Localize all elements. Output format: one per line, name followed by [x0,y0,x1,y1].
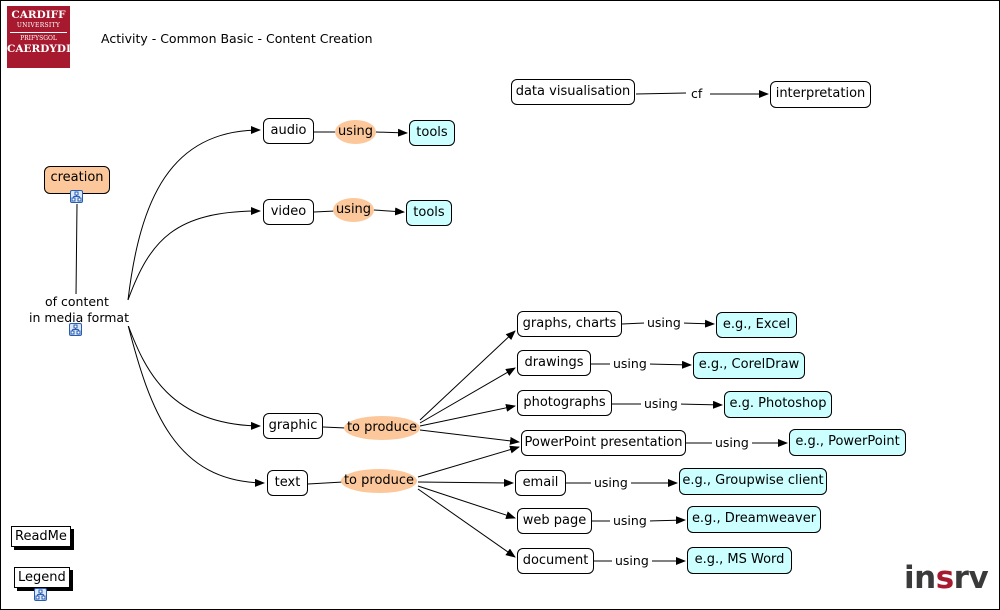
submap-icon[interactable] [70,190,83,203]
concept-of-content-line1: of content [42,294,112,310]
link-content-graphic [127,324,261,430]
link-using-excel [681,319,715,328]
cardiff-university-logo: CARDIFF UNIVERSITY PRIFYSGOL CAERDYDD [7,6,76,68]
link-graphic-produce [322,426,347,429]
linker-photographs-using[interactable]: using [641,396,681,412]
logo-line-prifysgol: PRIFYSGOL [20,35,57,42]
concept-creation-label: creation [50,170,104,185]
concept-video[interactable]: video [263,199,314,225]
concept-graphs-charts[interactable]: graphs, charts [517,311,622,337]
link-produce-ppt-text [417,445,520,478]
link-produce-document [417,488,516,558]
link-using-coreldraw [647,360,692,369]
linker-ppt-using[interactable]: using [712,435,752,451]
concept-tool-photoshop[interactable]: e.g. Photoshop [724,391,832,418]
insrv-logo-part-rv: rv [953,560,989,596]
concept-text[interactable]: text [267,470,308,496]
link-using-dreamweaver [647,516,686,525]
link-dataviz-cf [635,92,687,95]
insrv-logo-part-s: s [935,560,954,596]
link-produce-webpage [417,485,516,519]
linker-drawings-using[interactable]: using [610,356,650,372]
link-using-video-tools [373,207,405,216]
readme-button[interactable]: ReadMe [11,526,71,547]
page-title: Activity - Common Basic - Content Creati… [101,31,373,46]
link-text-produce [307,481,344,485]
logo-line-caerdydd: CAERDYDD [7,43,76,55]
concept-interpretation[interactable]: interpretation [770,81,871,108]
linker-cf[interactable]: cf [688,86,706,102]
link-produce-email [417,478,514,487]
concept-of-content-line2: in media format [26,310,132,326]
concept-audio[interactable]: audio [263,118,314,144]
link-produce-ppt-graphic [419,429,520,445]
link-produce-photographs [419,403,516,427]
concept-web-page[interactable]: web page [517,508,592,534]
linker-graphic-to-produce[interactable]: to produce [344,416,420,440]
link-graphs-using [621,322,646,325]
linker-email-using[interactable]: using [591,475,631,491]
submap-icon[interactable] [69,323,82,336]
logo-line-university: UNIVERSITY [16,22,61,29]
concept-tool-dreamweaver[interactable]: e.g., Dreamweaver [687,506,821,533]
link-produce-drawings [419,367,516,424]
concept-tool-coreldraw[interactable]: e.g., CorelDraw [693,352,805,379]
insrv-logo: insrv [904,560,989,596]
link-content-video [127,207,261,301]
linker-graphs-using[interactable]: using [644,315,684,331]
link-produce-graphs [419,330,516,421]
concept-tool-groupwise[interactable]: e.g., Groupwise client [679,468,827,495]
concept-video-tools[interactable]: tools [406,200,452,226]
concept-graphic[interactable]: graphic [263,413,323,439]
concept-email[interactable]: email [515,470,566,496]
concept-document[interactable]: document [517,548,594,574]
concept-tool-excel[interactable]: e.g., Excel [716,312,797,338]
logo-divider [10,32,67,33]
concept-tool-msword[interactable]: e.g., MS Word [687,547,792,574]
concept-audio-tools[interactable]: tools [409,120,455,146]
linker-text-to-produce[interactable]: to produce [341,469,417,493]
linker-video-using[interactable]: using [333,198,374,222]
concept-tool-powerpoint[interactable]: e.g., PowerPoint [789,429,906,456]
concept-powerpoint-presentation[interactable]: PowerPoint presentation [521,430,686,456]
insrv-logo-part-in: in [904,560,936,596]
link-content-audio [127,126,261,301]
linker-document-using[interactable]: using [612,553,652,569]
link-using-photoshop [677,400,723,409]
legend-button[interactable]: Legend [14,567,70,588]
concept-creation[interactable]: creation [44,166,110,194]
concept-photographs[interactable]: photographs [517,390,612,416]
link-creation-content [75,203,78,297]
concept-data-visualisation[interactable]: data visualisation [511,79,635,105]
submap-icon[interactable] [34,588,47,601]
link-video-using [313,210,336,213]
link-content-text [127,324,265,487]
logo-line-cardiff: CARDIFF [11,9,66,21]
linker-web-using[interactable]: using [610,513,650,529]
linker-audio-using[interactable]: using [335,120,376,144]
link-using-audio-tools [375,128,408,137]
concept-drawings[interactable]: drawings [517,350,591,376]
